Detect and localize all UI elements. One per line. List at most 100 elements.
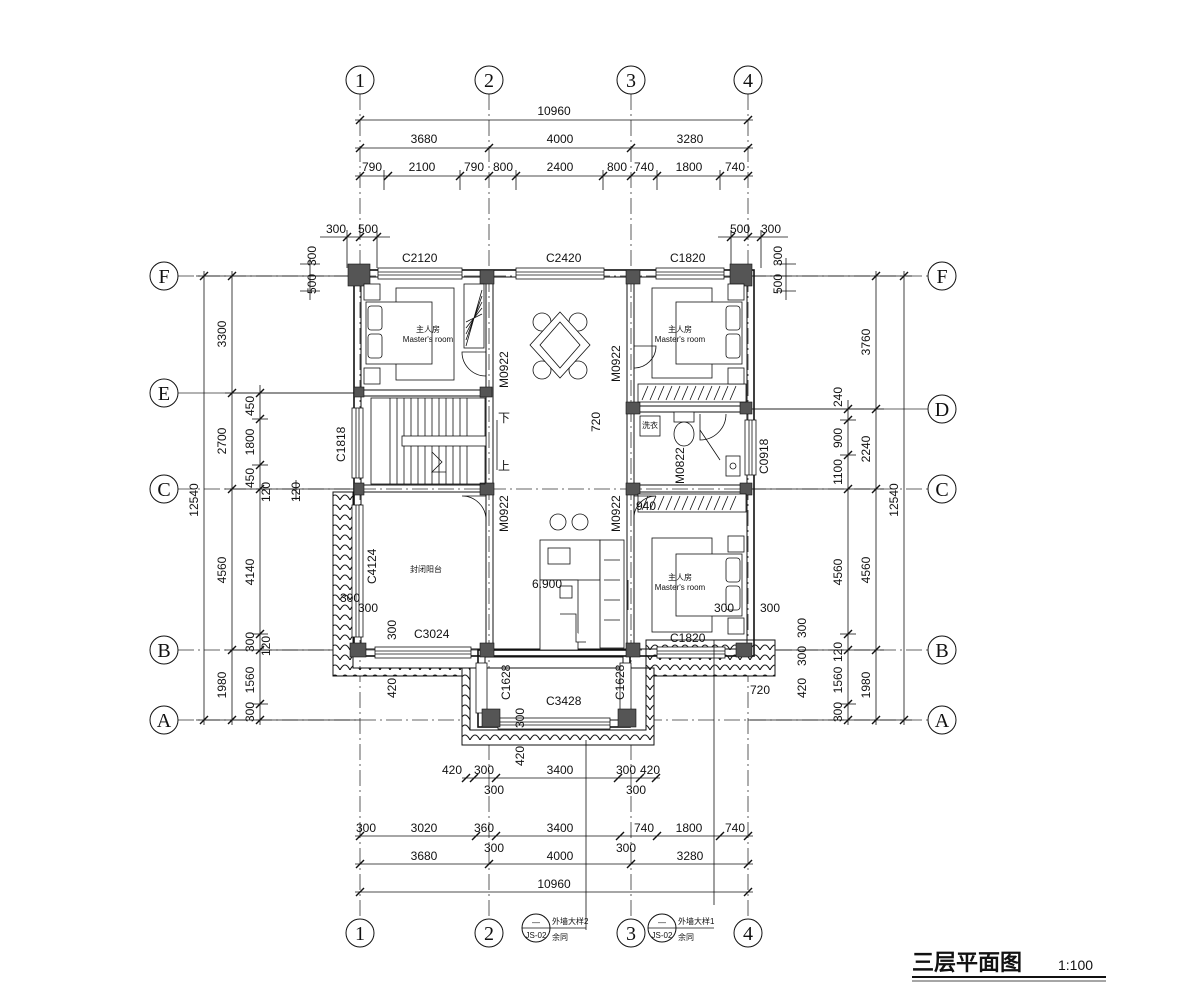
dim-300-balcony-v: 300 [385,620,399,640]
study-furniture [539,513,625,651]
dim-left-inner-1: 450 [243,396,257,416]
dim-bottom-row3-3: 3280 [677,849,704,863]
axis-label-a-left: A [157,710,172,732]
dim-top-level3-9: 740 [725,160,745,174]
door-label-m0922-1: M0922 [497,351,511,388]
misc-dims: 6.900 720 940 300 300 300 300 300 420 30… [340,412,780,766]
room-master-en-2: Master's room [655,335,706,344]
window-label-c1628-left: C1628 [499,664,513,700]
dim-left-mid-1: 3300 [215,320,229,347]
window-openings [351,267,757,730]
dim-bottom-row2-3: 360 [474,821,494,835]
dim-left-mid-2: 2700 [215,427,229,454]
window-label-c3024: C3024 [414,627,450,641]
dim-left-inner-2: 1800 [243,428,257,455]
window-label-c4124: C4124 [365,548,379,584]
dim-left-inner2-1: 120 [259,482,273,502]
window-label-c2420: C2420 [546,251,582,265]
dim-top-level3-7: 740 [634,160,654,174]
dim-right-mid-2: 2240 [859,435,873,462]
dim-left-inner-3: 450 [243,468,257,488]
axis-label-2-top: 2 [484,70,494,92]
drawing-title: 三层平面图 1:100 [912,951,1106,982]
drawing-title-text: 三层平面图 [912,951,1022,976]
dim-bottom-row2-7: 740 [725,821,745,835]
dim-300-bay-v: 300 [513,708,527,728]
detail-2-sheet: JS-02 [652,931,673,940]
dim-top-level2-1: 3680 [411,132,438,146]
stair-up-label: 上 [498,459,510,473]
dim-bottom-row2-1: 300 [356,821,376,835]
dim-right-inner-5b: 300 [795,646,809,666]
detail-2-note: 余同 [678,932,694,942]
window-label-c2120: C2120 [402,251,438,265]
window-label-c1818: C1818 [334,426,348,462]
dim-top-level3-5: 2400 [547,160,574,174]
dim-left-inner-5: 300 [243,632,257,652]
axis-label-a-right: A [935,710,950,732]
room-master-en-3: Master's room [655,583,706,592]
dim-right-inner2-1: 120 [831,642,845,662]
axis-label-e-left: E [158,383,170,405]
detail-1-label: 外墙大样2 [552,916,589,926]
dim-bottom-row1-4: 300 [616,763,636,777]
left-dimension-lines [196,258,360,725]
window-label-c1628-right: C1628 [613,664,627,700]
dim-right-inner-4: 4560 [831,558,845,585]
dim-top-level2-3: 3280 [677,132,704,146]
detail-callout-2: — JS-02 外墙大样1 余同 [647,913,715,943]
room-master-en-1: Master's room [403,335,454,344]
left-dimension-text: 12540 3300 2700 4560 1980 450 1800 450 4… [187,246,319,722]
dim-left-mid-3: 4560 [215,556,229,583]
axis-label-f-left: F [158,266,169,288]
dim-right-inner-2: 900 [831,428,845,448]
window-label-c1820-bottom: C1820 [670,631,706,645]
room-labels: 主人房 Master's room 主人房 Master's room 主人房 … [403,324,706,592]
door-label-m0922-3: M0922 [497,495,511,532]
dim-top-level3-6: 800 [607,160,627,174]
beds [363,283,745,635]
axis-label-4-top: 4 [743,70,753,92]
dim-420-balcony: 420 [385,678,399,698]
axis-label-d-right: D [935,399,949,421]
drawing-scale: 1:100 [1058,957,1093,973]
dim-300-balcony-a: 300 [340,591,360,605]
detail-1-num: — [532,918,540,927]
dim-720-bath: 720 [589,412,603,432]
detail-callout-1: — JS-02 外墙大样2 余同 [521,913,589,943]
door-label-m0922-2: M0922 [609,345,623,382]
dim-corner-right-2: 300 [761,222,781,236]
detail-2-num: — [658,918,666,927]
dim-top-total: 10960 [537,104,571,118]
door-label-m0822: M0822 [673,447,687,484]
top-dimension-lines [320,115,788,268]
dim-right-mid-3: 4560 [859,556,873,583]
detail-1-sheet: JS-02 [526,931,547,940]
dim-left-inner-7: 300 [243,702,257,722]
dim-left-outer: 12540 [187,483,201,517]
dim-corner-left-1: 300 [326,222,346,236]
dim-420-bay-v: 420 [513,746,527,766]
axis-bubble-labels: 1 2 3 4 1 2 3 4 F E C B A F D C B A [157,70,950,945]
right-dimension-text: 12540 3760 2240 4560 1980 240 900 1100 4… [750,246,901,722]
dim-top-level3-8: 1800 [676,160,703,174]
stair-down-label: 下 [498,411,510,425]
axis-label-1-bottom: 1 [355,923,365,945]
dim-bottom-row1-3: 3400 [547,763,574,777]
axis-label-b-left: B [157,640,170,662]
dim-top-level2-2: 4000 [547,132,574,146]
dim-top-level3-2: 2100 [409,160,436,174]
dim-left-inner-4: 4140 [243,558,257,585]
dim-bottom-row2-5: 740 [634,821,654,835]
dim-300-bed-b: 300 [760,601,780,615]
detail-1-note: 余同 [552,932,568,942]
axis-label-4-bottom: 4 [743,923,753,945]
dim-right-inner-1: 240 [831,387,845,407]
dim-940: 940 [636,499,656,513]
dim-right-corner-1: 300 [771,246,785,266]
dim-right-corner-2: 500 [771,274,785,294]
room-balcony: 封闭阳台 [410,564,442,574]
dim-right-inner-6: 1560 [831,666,845,693]
dim-top-level3-1: 790 [362,160,382,174]
